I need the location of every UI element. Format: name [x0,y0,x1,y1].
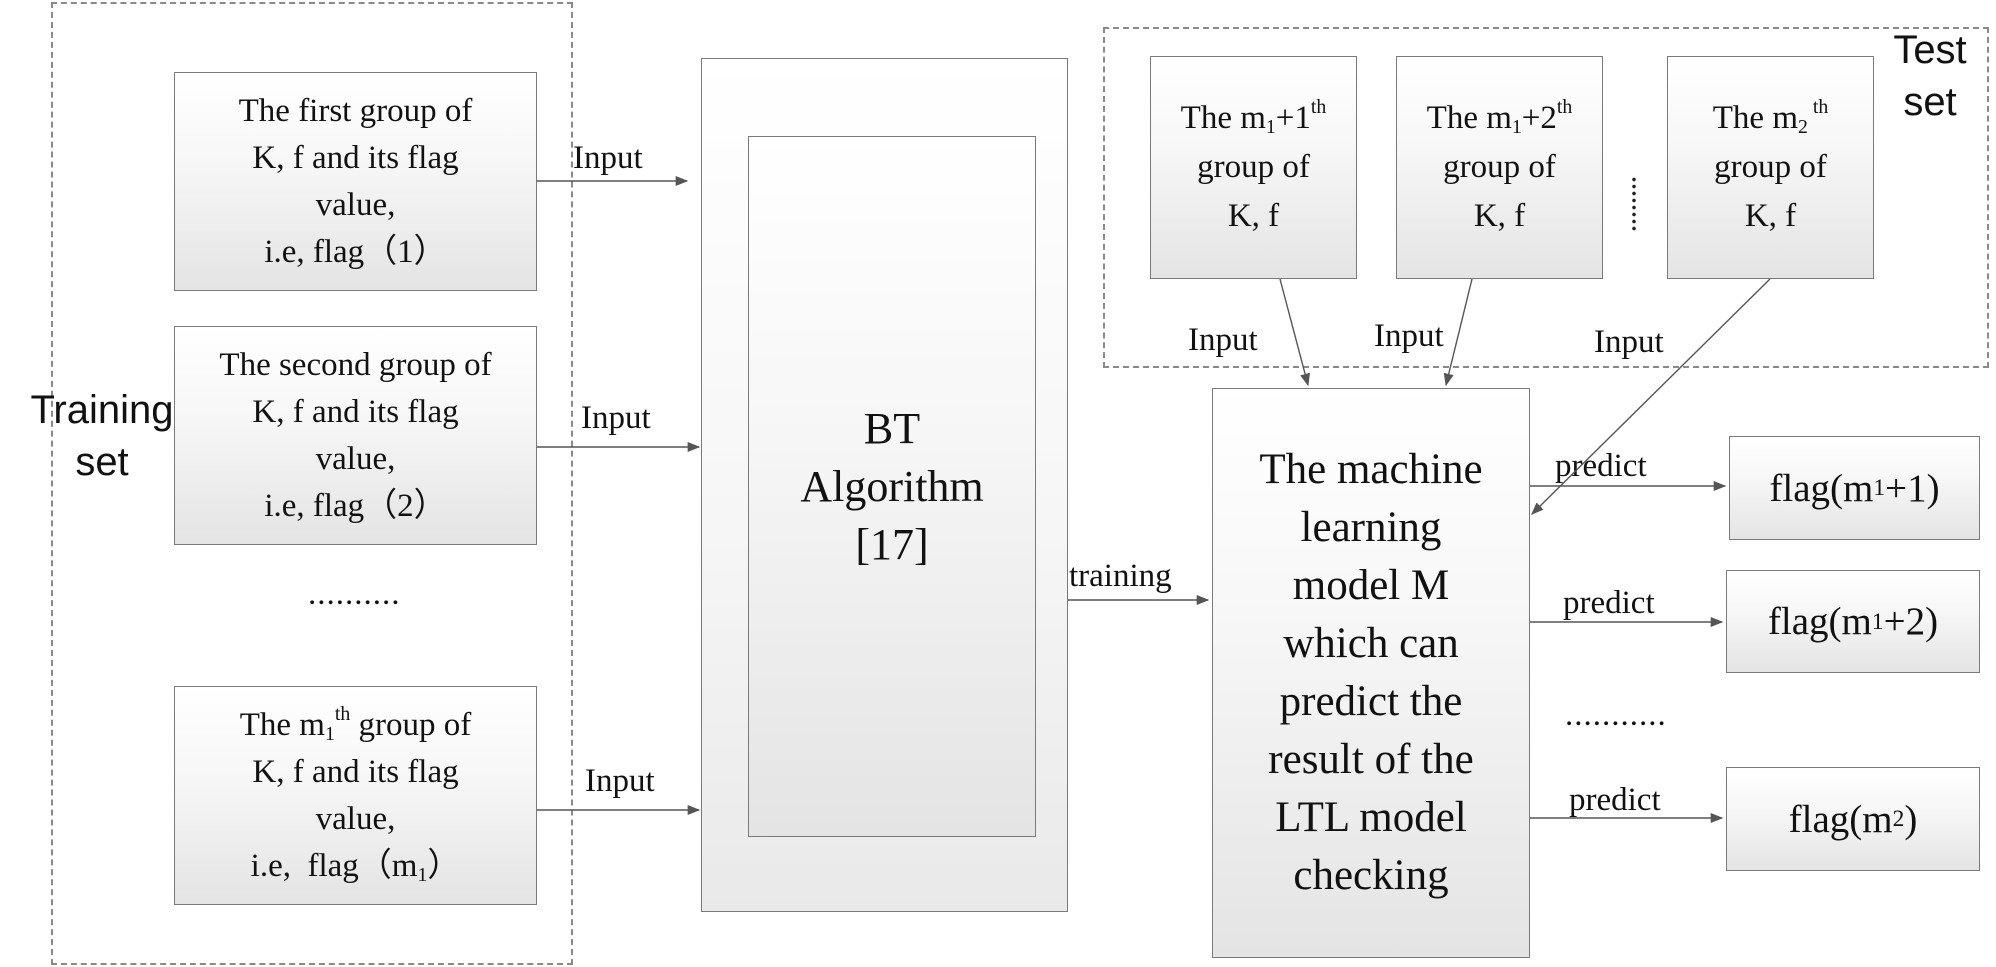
predict-label-2: predict [1563,585,1655,621]
bt-algorithm-box: BT Algorithm [17] [748,136,1036,837]
test-group-1-line1-a: The m [1180,100,1266,136]
training-group-m1-line4-b: ） [427,847,461,884]
training-group-m1-line3: value, [315,800,396,837]
ml-model-line1: The machine [1259,446,1483,493]
training-group-m1-line1-sup: th [334,702,351,725]
test-ellipsis [1630,176,1638,232]
test-group-2-line3: K, f [1473,198,1526,234]
training-group-m1-line4-a: i.e, flag（m [250,847,418,884]
training-group-2-line2: K, f and its flag [252,393,459,430]
test-group-3-line1-sub: 2 [1798,115,1808,138]
test-group-2-box: The m1+2th group of K, f [1396,56,1603,279]
training-set-label-line2: set [75,440,129,484]
training-group-1-line3: value, [315,186,396,223]
input-label-1: Input [573,140,643,176]
test-group-2-line1: The m1+2th [1427,94,1573,143]
predict-label-1: predict [1555,448,1647,484]
test-group-2-line2: group of [1443,149,1556,185]
bt-line1: BT [863,403,921,453]
ml-model-box: The machine learning model M which can p… [1212,388,1530,958]
ml-model-line6: result of the [1268,736,1474,783]
input-label-3: Input [585,763,655,799]
test-group-3-line3: K, f [1744,198,1797,234]
ml-model-line3: model M [1292,562,1450,609]
test-group-2-line1-b: +2 [1521,100,1557,136]
test-set-label-line2: set [1903,80,1957,124]
training-group-m1-line1-sub: 1 [324,722,335,745]
ml-model-line2: learning [1300,504,1442,551]
test-group-1-line2: group of [1197,149,1310,185]
training-ellipsis: .......... [308,576,401,612]
training-set-label-line1: Training [30,388,174,432]
training-group-2-line3: value, [315,440,396,477]
training-group-m1-line2: K, f and its flag [252,753,459,790]
test-group-2-line1-sub: 1 [1511,115,1522,138]
training-group-m1-line4: i.e, flag（m1） [251,843,461,890]
ml-model-line4: which can [1283,620,1459,667]
test-group-3-line1-sup: th [1807,96,1829,119]
training-group-2-line1: The second group of [219,346,492,383]
test-group-3-line1-a: The m [1712,100,1798,136]
bt-line2: Algorithm [800,461,984,511]
training-set-region [51,2,573,965]
training-group-m1-line1-a: The m [239,706,325,743]
bt-line3: [17] [855,519,929,569]
test-group-1-line1-sup: th [1310,96,1327,119]
ml-model-line7: LTL model [1275,794,1467,841]
ml-model-line8: checking [1293,852,1449,899]
test-group-1-line1-b: +1 [1275,100,1311,136]
output-flag-3-b: ) [1904,797,1918,841]
training-group-m1-line1-b: group of [350,706,472,743]
test-set-label-line1: Test [1893,28,1967,72]
test-group-2-line1-sup: th [1556,96,1573,119]
output-flag-2-b: +2) [1883,600,1939,643]
test-group-3-line2: group of [1714,149,1827,185]
training-group-2-box: The second group of K, f and its flag va… [174,326,537,545]
test-group-3-line1: The m2 th [1713,94,1828,143]
training-group-m1-line4-sub: 1 [417,863,428,886]
output-flag-1-a: flag(m [1769,466,1874,510]
training-group-2-line4: i.e, flag（2） [264,487,447,524]
training-group-1-line4: i.e, flag（1） [264,233,447,270]
training-group-m1-box: The m1th group of K, f and its flag valu… [174,686,537,905]
test-group-1-box: The m1+1th group of K, f [1150,56,1357,279]
ml-model-line5: predict the [1279,678,1463,725]
output-flag-3-a: flag(m [1788,797,1893,841]
test-input-label-3: Input [1594,324,1664,360]
test-group-1-line3: K, f [1227,198,1280,234]
test-input-label-1: Input [1188,322,1258,358]
training-group-1-box: The first group of K, f and its flag val… [174,72,537,291]
input-label-2: Input [581,400,651,436]
output-flag-1-b: +1) [1885,466,1940,510]
training-set-label: Training set [22,384,182,488]
output-flag-2-a: flag(m [1767,600,1872,643]
predict-label-3: predict [1569,782,1661,818]
test-group-3-box: The m2 th group of K, f [1667,56,1874,279]
test-set-label: Test set [1873,24,1987,128]
test-group-1-line1: The m1+1th [1181,94,1327,143]
training-label: training [1069,558,1172,594]
training-group-1-line1: The first group of [238,92,473,129]
output-ellipsis: ........... [1565,697,1667,733]
test-group-2-line1-a: The m [1426,100,1512,136]
training-group-m1-line1: The m1th group of [240,702,472,749]
test-input-label-2: Input [1374,318,1444,354]
training-group-1-line2: K, f and its flag [252,139,459,176]
test-group-1-line1-sub: 1 [1265,115,1276,138]
